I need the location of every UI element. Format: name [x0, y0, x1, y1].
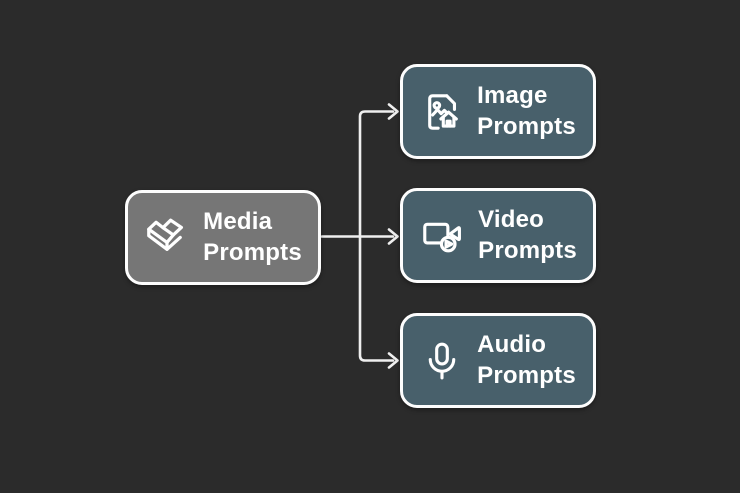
node-media-prompts[interactable]: Media Prompts [125, 190, 321, 285]
video-camera-icon [419, 214, 465, 258]
node-audio-prompts[interactable]: Audio Prompts [400, 313, 596, 408]
arrowhead-image [387, 103, 399, 120]
node-video-prompts[interactable]: Video Prompts [400, 188, 596, 283]
node-image-prompts[interactable]: Image Prompts [400, 64, 596, 159]
image-file-icon [420, 89, 464, 135]
node-label-audio: Audio Prompts [477, 331, 576, 389]
node-label-image: Image Prompts [477, 82, 576, 140]
microphone-icon [420, 338, 464, 384]
media-heart-icon [144, 215, 190, 261]
edge-branch-bracket [358, 110, 395, 362]
arrowhead-audio [387, 352, 399, 369]
arrowhead-video [387, 228, 399, 245]
node-label-video: Video Prompts [478, 206, 577, 264]
node-label-media: Media Prompts [203, 208, 302, 266]
